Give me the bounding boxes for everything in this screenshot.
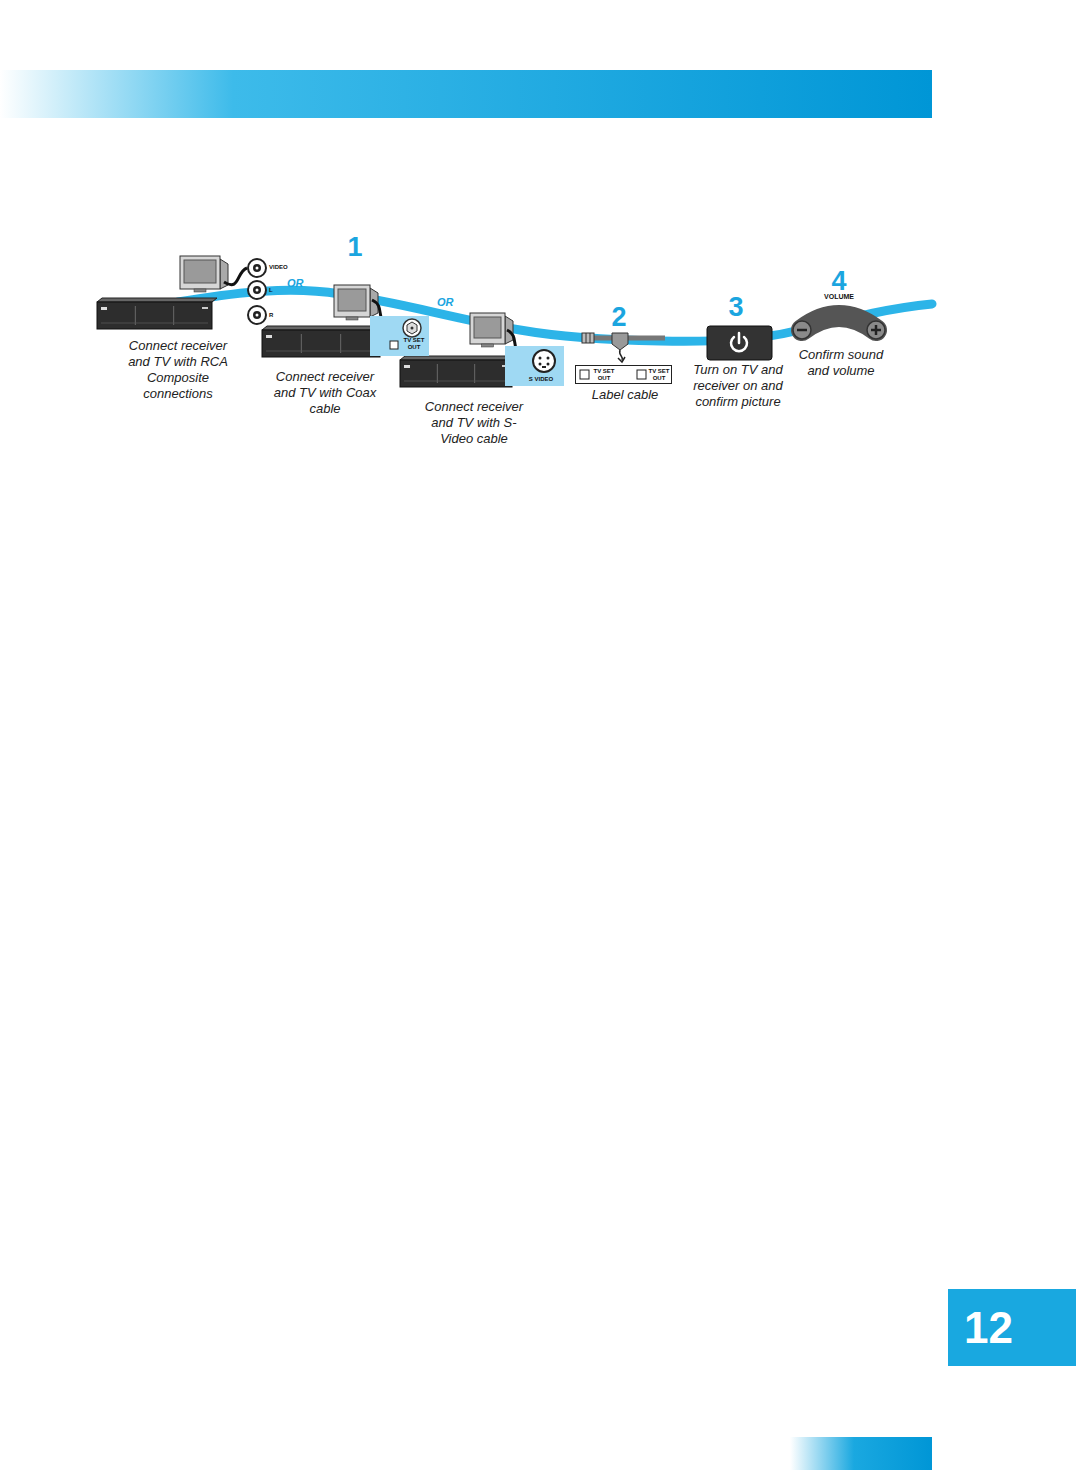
power-button — [707, 326, 772, 360]
port-panel: TV SET OUT — [370, 316, 429, 356]
volume-rocker: VOLUME — [780, 290, 899, 348]
receiver-divider — [135, 306, 136, 325]
port-label: TV SET OUT — [400, 337, 428, 351]
receiver — [97, 298, 217, 329]
tv-set — [180, 256, 228, 292]
tv-stand — [346, 317, 358, 320]
receiver-divider — [173, 306, 174, 325]
step-caption: Confirm sound and volume — [791, 347, 891, 379]
receiver-divider — [474, 364, 475, 383]
receiver-divider — [301, 334, 302, 353]
receiver-front — [97, 302, 212, 329]
or-label: OR — [287, 277, 311, 290]
tv-screen — [184, 260, 216, 283]
page-number: 12 — [964, 1303, 1064, 1353]
step-caption: Connect receiver and TV with S-Video cab… — [418, 399, 530, 447]
tv-body — [180, 256, 220, 289]
receiver-line — [266, 351, 376, 352]
rca-cable — [224, 268, 247, 285]
receiver-divider — [437, 364, 438, 383]
port-panel: S VIDEO — [505, 346, 564, 386]
receiver-divider — [340, 334, 341, 353]
port-label: S VIDEO — [519, 375, 563, 383]
receiver-top — [97, 298, 217, 302]
labeled-cable — [582, 333, 665, 362]
card-label: TV SET OUT — [591, 368, 617, 382]
header-bar — [0, 70, 932, 118]
cable-label-card: TV SET OUT TV SET OUT — [575, 365, 672, 384]
receiver-line — [101, 323, 208, 324]
step-number: 2 — [599, 302, 639, 332]
tv-stand — [194, 289, 206, 292]
receiver-logo — [101, 307, 107, 310]
step-caption: Turn on TV and receiver on and confirm p… — [677, 362, 799, 410]
receiver-logo — [404, 365, 410, 368]
receiver-front — [400, 360, 512, 387]
jack-label: R — [269, 311, 279, 319]
receiver-top — [400, 356, 517, 360]
receiver-top — [262, 326, 385, 330]
step-caption: Label cable — [580, 387, 670, 403]
tv-body — [334, 285, 370, 317]
receiver — [262, 326, 385, 357]
jack-label: L — [269, 286, 279, 294]
receiver — [400, 356, 517, 387]
step-number: 3 — [716, 292, 756, 322]
tv-screen — [338, 289, 366, 311]
receiver-front — [262, 330, 380, 357]
step-number: 1 — [335, 232, 375, 262]
page-number-box: 12 — [948, 1289, 1076, 1366]
tv-set — [334, 285, 378, 320]
footer-bar — [790, 1437, 932, 1470]
tv-body — [470, 313, 505, 344]
tv-set — [470, 313, 513, 347]
receiver-line — [404, 381, 508, 382]
step-caption: Connect receiver and TV with RCA Composi… — [122, 338, 234, 402]
step-number: 4 — [819, 266, 859, 296]
receiver-logo — [266, 335, 272, 338]
tv-stand — [482, 344, 494, 347]
receiver-led — [202, 307, 208, 309]
tv-screen — [474, 317, 501, 338]
or-label: OR — [437, 296, 461, 309]
rca-jacks — [248, 259, 266, 324]
jack-label: VIDEO — [269, 263, 299, 271]
card-label: TV SET OUT — [647, 368, 671, 382]
step-caption: Connect receiver and TV with Coax cable — [269, 369, 381, 417]
